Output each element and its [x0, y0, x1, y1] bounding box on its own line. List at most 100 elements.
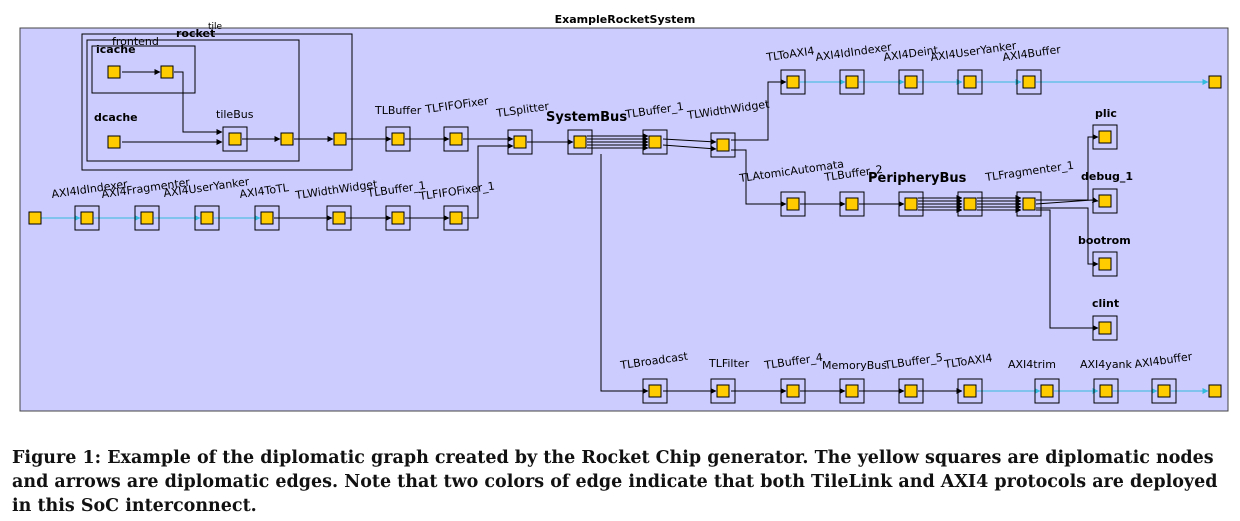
frontend-label: frontend	[112, 35, 159, 48]
rocket-label: rocket	[176, 27, 215, 40]
diplomatic-node	[780, 378, 806, 404]
node-square	[1022, 197, 1036, 211]
axi4-edges	[41, 79, 1209, 394]
diplomatic-graph: ExampleRocketSystem tile rocket frontend…	[19, 13, 1229, 412]
dcache-label: dcache	[94, 111, 138, 124]
node-square	[1098, 194, 1112, 208]
node-square	[716, 138, 730, 152]
diplomatic-node	[957, 69, 983, 95]
node-frame	[1016, 69, 1042, 95]
diplomatic-node	[898, 191, 924, 217]
node-frame	[1092, 188, 1118, 214]
node-square	[1098, 257, 1112, 271]
diplomatic-node	[642, 129, 668, 155]
node-frame	[1092, 251, 1118, 277]
node-square	[160, 65, 174, 79]
node-square	[904, 197, 918, 211]
node-frame	[194, 205, 220, 231]
node-square	[107, 65, 121, 79]
diplomatic-node	[710, 132, 736, 158]
diplomatic-node	[194, 205, 220, 231]
node-frame	[507, 129, 533, 155]
tile-group	[81, 33, 353, 171]
node-square	[333, 132, 347, 146]
node-frame	[898, 378, 924, 404]
figure-caption: Figure 1: Example of the diplomatic grap…	[12, 448, 1218, 516]
tile-label: tile	[208, 22, 223, 32]
diplomatic-node	[710, 378, 736, 404]
node-frame	[385, 126, 411, 152]
node-square	[449, 211, 463, 225]
diplomatic-node	[333, 132, 347, 146]
diplomatic-node	[839, 191, 865, 217]
node-square	[513, 135, 527, 149]
node-layer	[28, 65, 1222, 404]
diplomatic-node	[957, 378, 983, 404]
node-frame	[1093, 378, 1119, 404]
node-square	[1022, 75, 1036, 89]
node-frame	[326, 205, 352, 231]
node-square	[1098, 130, 1112, 144]
node-square	[140, 211, 154, 225]
label-bootrom: bootrom	[1078, 234, 1131, 247]
diplomatic-node	[839, 69, 865, 95]
node-frame	[567, 129, 593, 155]
node-square	[904, 384, 918, 398]
diplomatic-node	[1016, 69, 1042, 95]
node-frame	[780, 69, 806, 95]
node-square	[1208, 384, 1222, 398]
tilebus-label: tileBus	[216, 108, 254, 121]
diagram-title: ExampleRocketSystem	[555, 13, 696, 26]
node-frame	[839, 191, 865, 217]
node-square	[200, 211, 214, 225]
rocket-group	[86, 39, 300, 162]
node-square	[332, 211, 346, 225]
node-square	[648, 384, 662, 398]
node-frame	[957, 378, 983, 404]
diplomatic-node	[567, 129, 593, 155]
node-frame	[1016, 191, 1042, 217]
label-tlbuffer: TLBuffer	[374, 104, 422, 117]
node-square	[391, 132, 405, 146]
diplomatic-node	[1208, 75, 1222, 89]
node-frame	[898, 191, 924, 217]
node-square	[786, 75, 800, 89]
node-frame	[898, 69, 924, 95]
diplomatic-node	[74, 205, 100, 231]
diplomatic-node	[898, 378, 924, 404]
diplomatic-node	[222, 126, 248, 152]
icache-label: icache	[96, 43, 136, 56]
label-peripherybus: PeripheryBus	[868, 171, 967, 186]
node-square	[228, 132, 242, 146]
node-frame	[1151, 378, 1177, 404]
node-square	[648, 135, 662, 149]
diplomatic-node	[280, 132, 294, 146]
node-frame	[710, 132, 736, 158]
node-frame	[839, 69, 865, 95]
diplomatic-node	[107, 135, 121, 149]
node-square	[107, 135, 121, 149]
diplomatic-node	[385, 205, 411, 231]
diplomatic-node	[957, 191, 983, 217]
diplomatic-node	[898, 69, 924, 95]
node-square	[963, 75, 977, 89]
node-frame	[839, 378, 865, 404]
node-square	[963, 197, 977, 211]
node-frame	[780, 191, 806, 217]
node-frame	[1034, 378, 1060, 404]
node-square	[845, 197, 859, 211]
diplomatic-node	[254, 205, 280, 231]
node-frame	[1092, 124, 1118, 150]
diplomatic-node	[780, 191, 806, 217]
node-square	[1208, 75, 1222, 89]
node-square	[1040, 384, 1054, 398]
node-frame	[443, 205, 469, 231]
diplomatic-node	[642, 378, 668, 404]
node-frame	[443, 126, 469, 152]
node-square	[963, 384, 977, 398]
label-clint: clint	[1092, 297, 1119, 310]
node-square	[845, 75, 859, 89]
diplomatic-node	[1208, 384, 1222, 398]
node-frame	[74, 205, 100, 231]
diplomatic-node	[839, 378, 865, 404]
